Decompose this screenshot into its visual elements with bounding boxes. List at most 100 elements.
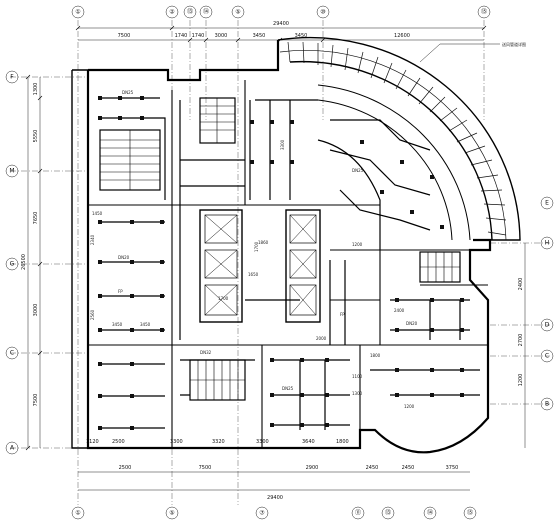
axis-bubble: ⑭ — [423, 506, 437, 520]
top-dimension-chain: 7500 1740 1740 3000 3450 3450 12600 2940… — [75, 21, 487, 43]
pipe-tags: DN25 DN20 FP DN32 DN25 DN20 FP DN25 — [118, 90, 418, 391]
detail-leader-note: 送风管道详图 — [419, 41, 526, 63]
svg-text:1700: 1700 — [218, 296, 229, 301]
axis-bubble: G — [5, 257, 19, 271]
bottom-dim-total: 29400 — [267, 495, 283, 501]
svg-text:DN32: DN32 — [200, 350, 212, 355]
axis-bubble: ⑪ — [351, 506, 365, 520]
svg-text:⑦: ⑦ — [259, 510, 265, 517]
axis-bubble: ② — [165, 5, 179, 19]
svg-text:B: B — [545, 401, 549, 408]
left-dim-total: 26500 — [21, 254, 27, 270]
bottom-row-dim-2: 2500 — [112, 439, 125, 445]
bottom-row-dim-4: 3320 — [212, 439, 225, 445]
top-dim-total: 29400 — [273, 21, 289, 27]
top-dim-2: 1740 — [175, 33, 188, 39]
top-dim-5: 3450 — [253, 33, 266, 39]
axis-bubble: ⑤ — [165, 506, 179, 520]
svg-text:⑮: ⑮ — [467, 509, 473, 517]
left-dim-4: 3000 — [33, 304, 39, 317]
svg-text:C: C — [545, 353, 549, 360]
right-stair — [419, 251, 461, 283]
bottom-dim-4: 2450 — [366, 465, 379, 471]
svg-text:1300: 1300 — [352, 391, 363, 396]
svg-text:1200: 1200 — [404, 404, 415, 409]
svg-text:3300: 3300 — [280, 139, 285, 150]
svg-text:⑤: ⑤ — [169, 510, 174, 517]
left-stair — [99, 129, 161, 191]
axis-bubble: ⑬ — [183, 5, 197, 19]
axis-bubble: ① — [71, 506, 85, 520]
svg-text:DN25: DN25 — [122, 90, 134, 95]
right-dimension-chain: 2400 2700 1200 — [518, 243, 526, 448]
left-dim-5: 7500 — [33, 394, 39, 407]
bottom-dim-6: 3750 — [446, 465, 459, 471]
bottom-row-dim-3: 3300 — [170, 439, 183, 445]
left-dimension-chain: 1300 5550 7650 3000 7500 26500 — [21, 74, 43, 451]
svg-text:2000: 2000 — [316, 336, 327, 341]
axis-bubble: B — [540, 397, 554, 411]
svg-text:1800: 1800 — [370, 353, 381, 358]
svg-text:DN25: DN25 — [352, 168, 364, 173]
right-dim-2: 2700 — [518, 334, 524, 347]
bottom-row-dim-7: 1800 — [336, 439, 349, 445]
svg-text:FP: FP — [118, 289, 123, 294]
curved-facade-grid — [279, 41, 507, 241]
axis-bubble: F — [5, 70, 19, 84]
svg-text:C: C — [10, 350, 14, 357]
left-dim-1: 1300 — [33, 83, 39, 96]
bottom-axis-bubbles: ① ⑤ ⑦ ⑪ ⑬ ⑭ ⑮ — [71, 506, 477, 520]
svg-text:M: M — [9, 168, 14, 175]
bottom-dim-1: 2500 — [119, 465, 132, 471]
axis-bubble: E — [540, 196, 554, 210]
axis-bubble: H — [540, 236, 554, 250]
svg-text:⑭: ⑭ — [427, 509, 433, 517]
svg-text:⑭: ⑭ — [203, 8, 209, 16]
axis-bubble: ⑮ — [463, 506, 477, 520]
top-dim-4: 3000 — [215, 33, 228, 39]
axis-bubble: M — [5, 164, 19, 178]
upper-core-stair — [199, 97, 236, 144]
bottom-dim-5: 2450 — [402, 465, 415, 471]
svg-text:FP: FP — [340, 312, 345, 317]
left-axis-bubbles: F M G C A — [5, 70, 19, 455]
svg-text:1700: 1700 — [254, 241, 259, 252]
svg-text:2340: 2340 — [90, 234, 95, 245]
svg-text:DN25: DN25 — [282, 386, 294, 391]
left-dim-2: 5550 — [33, 130, 39, 143]
axis-bubble: C — [540, 349, 554, 363]
axis-bubble: A — [5, 441, 19, 455]
svg-text:H: H — [545, 240, 550, 247]
svg-text:⑩: ⑩ — [320, 9, 325, 16]
axis-bubble: ⑭ — [199, 5, 213, 19]
svg-text:G: G — [10, 261, 15, 268]
axis-bubble: C — [5, 346, 19, 360]
axis-bubble: ⑬ — [381, 506, 395, 520]
svg-text:1860: 1860 — [258, 240, 269, 245]
svg-text:⑬: ⑬ — [187, 8, 193, 16]
axis-bubble: ⑮ — [477, 5, 491, 19]
left-dim-3: 7650 — [33, 212, 39, 225]
top-dim-3: 1740 — [192, 33, 205, 39]
svg-text:1100: 1100 — [352, 374, 363, 379]
axis-bubble: ⑦ — [255, 506, 269, 520]
svg-text:①: ① — [75, 9, 80, 16]
detail-note-text: 送风管道详图 — [502, 41, 526, 47]
svg-text:②: ② — [169, 9, 175, 16]
axis-bubble: D — [540, 318, 554, 332]
interior-walls — [88, 80, 488, 448]
svg-text:⑪: ⑪ — [355, 509, 361, 517]
svg-text:D: D — [545, 322, 550, 329]
svg-text:2400: 2400 — [394, 308, 405, 313]
right-dim-3: 1200 — [518, 374, 524, 387]
bottom-row-dim-6: 3640 — [302, 439, 315, 445]
svg-text:⑤: ⑤ — [235, 9, 240, 16]
svg-text:①: ① — [75, 510, 80, 517]
bottom-stair — [189, 359, 246, 401]
right-axis-bubbles: E H D C B — [540, 196, 554, 411]
svg-text:1650: 1650 — [248, 272, 259, 277]
svg-text:2560: 2560 — [90, 309, 95, 320]
right-dim-1: 2400 — [518, 278, 524, 291]
diffusers — [98, 96, 464, 430]
svg-text:DN20: DN20 — [118, 255, 130, 260]
